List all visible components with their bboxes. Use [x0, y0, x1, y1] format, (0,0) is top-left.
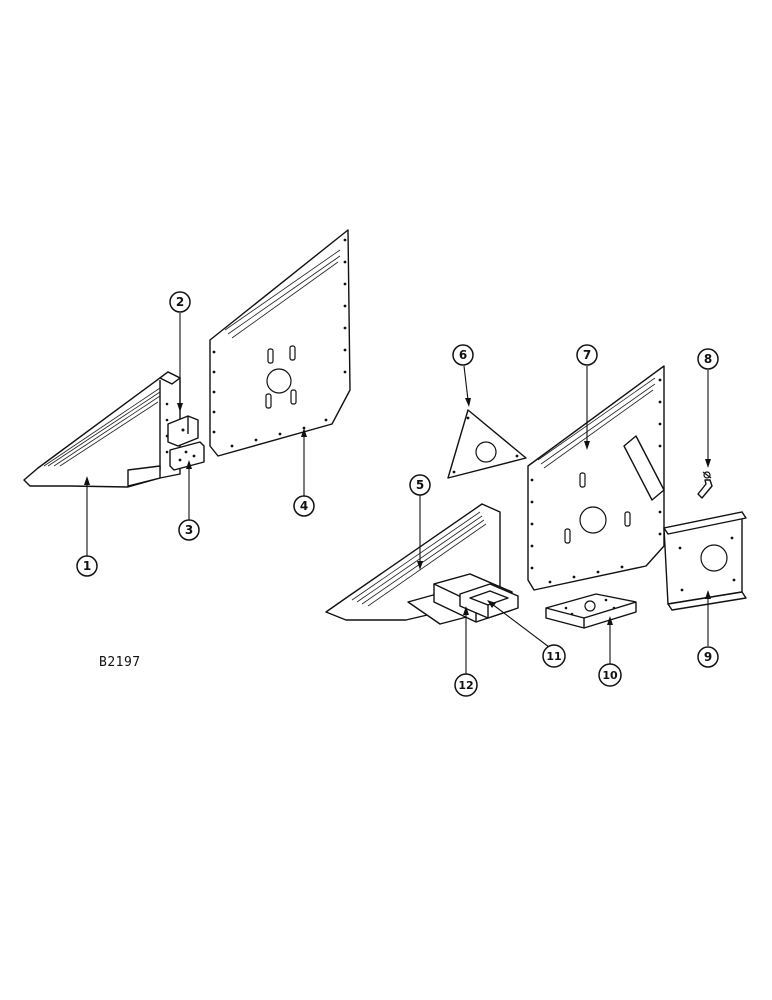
svg-text:12: 12	[458, 679, 473, 692]
part-3-angle-plate	[169, 441, 205, 471]
svg-text:7: 7	[583, 348, 591, 362]
drawing-code: B2197	[99, 655, 141, 670]
callout-7: 7	[576, 344, 598, 366]
part-7-side-panel	[527, 365, 665, 591]
callout-6: 6	[452, 344, 474, 366]
part-1-divider-point	[23, 371, 181, 488]
part-6-triangular-plate	[447, 409, 527, 479]
svg-text:5: 5	[416, 478, 424, 492]
callout-10: 10	[598, 663, 622, 687]
svg-text:8: 8	[704, 352, 712, 366]
callout-12: 12	[454, 673, 478, 697]
svg-text:9: 9	[704, 650, 712, 664]
part-10-base-plate	[545, 593, 637, 629]
part-4-side-panel	[209, 229, 351, 457]
part-8-bolt	[697, 471, 713, 499]
svg-text:6: 6	[459, 348, 467, 362]
callout-9: 9	[697, 646, 719, 668]
svg-text:1: 1	[83, 559, 91, 573]
svg-text:10: 10	[602, 669, 618, 682]
svg-text:4: 4	[300, 499, 308, 513]
callout-8: 8	[697, 348, 719, 370]
callout-1: 1	[76, 555, 98, 577]
leader-lines	[84, 313, 711, 674]
callout-4: 4	[293, 495, 315, 517]
callout-11: 11	[542, 644, 566, 668]
svg-text:2: 2	[176, 295, 184, 309]
callout-2: 2	[169, 291, 191, 313]
callout-5: 5	[409, 474, 431, 496]
svg-text:11: 11	[546, 650, 561, 663]
svg-text:3: 3	[185, 523, 193, 537]
part-2-bracket	[167, 415, 199, 447]
part-9-mounting-plate	[663, 511, 747, 611]
callout-3: 3	[178, 519, 200, 541]
